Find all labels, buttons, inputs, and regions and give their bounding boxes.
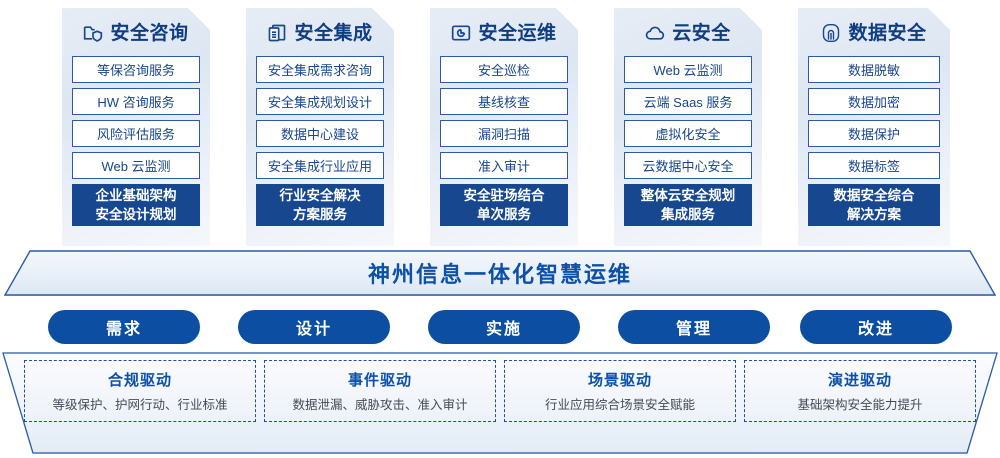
driver-card-scenario[interactable]: 场景驱动 行业应用综合场景安全赋能 [504, 360, 736, 422]
driver-title: 合规驱动 [107, 372, 172, 389]
pillar-header: 云安全 [622, 10, 754, 56]
service-item[interactable]: Web 云监测 [72, 152, 200, 179]
highlight-line-2: 安全设计规划 [95, 207, 177, 222]
phase-pills-section: 需求 设计 实施 管理 改进 [0, 310, 1000, 344]
pillar-title: 安全咨询 [110, 22, 189, 44]
stacked-documents-icon [267, 23, 287, 43]
pillar-highlight-card[interactable]: 安全驻场结合 单次服务 [440, 184, 568, 226]
service-item[interactable]: 虚拟化安全 [624, 120, 752, 147]
service-item[interactable]: 安全集成规划设计 [256, 88, 384, 115]
platform-banner-title: 神州信息一体化智慧运维 [367, 262, 632, 287]
service-item[interactable]: 安全巡检 [440, 56, 568, 83]
service-item[interactable]: 数据标签 [808, 152, 940, 179]
pillar-header: 安全运维 [438, 10, 570, 56]
pillar-panel-security-integration[interactable]: 安全集成 安全集成需求咨询 安全集成规划设计 数据中心建设 安全集成行业应用 行… [246, 8, 394, 246]
service-item[interactable]: 安全集成需求咨询 [256, 56, 384, 83]
highlight-line-1: 安全驻场结合 [463, 187, 545, 203]
driver-card-evolution[interactable]: 演进驱动 基础架构安全能力提升 [744, 360, 976, 422]
highlight-line-1: 企业基础架构 [95, 187, 177, 203]
pillar-header: 安全集成 [254, 10, 386, 56]
service-item[interactable]: 准入审计 [440, 152, 568, 179]
folder-shield-icon [83, 23, 103, 43]
driver-title: 演进驱动 [827, 372, 892, 389]
driver-description: 数据泄漏、威胁攻击、准入审计 [292, 398, 468, 412]
service-item[interactable]: 数据中心建设 [256, 120, 384, 147]
pillar-panel-security-consulting[interactable]: 安全咨询 等保咨询服务 HW 咨询服务 风险评估服务 Web 云监测 企业基础架… [62, 8, 210, 246]
highlight-line-1: 数据安全综合 [833, 187, 915, 203]
pillar-header: 数据安全 [806, 10, 942, 56]
phase-pill-improvement[interactable]: 改进 [800, 310, 952, 344]
pillar-title: 安全运维 [478, 22, 557, 44]
driver-description: 等级保护、护网行动、行业标准 [52, 398, 228, 412]
highlight-line-2: 方案服务 [293, 207, 347, 222]
pillar-panel-data-security[interactable]: 数据安全 数据脱敏 数据加密 数据保护 数据标签 数据安全综合 解决方案 [798, 8, 950, 246]
service-item[interactable]: 漏洞扫描 [440, 120, 568, 147]
phase-pill-requirements[interactable]: 需求 [48, 310, 200, 344]
service-item[interactable]: 数据保护 [808, 120, 940, 147]
service-item[interactable]: 基线核查 [440, 88, 568, 115]
highlight-line-2: 单次服务 [477, 207, 531, 222]
highlight-line-1: 整体云安全规划 [640, 187, 736, 203]
pillars-section: 安全咨询 等保咨询服务 HW 咨询服务 风险评估服务 Web 云监测 企业基础架… [0, 0, 1000, 252]
pillar-title: 安全集成 [294, 22, 373, 44]
pillar-highlight-card[interactable]: 数据安全综合 解决方案 [808, 184, 940, 226]
service-item[interactable]: 数据加密 [808, 88, 940, 115]
driver-title: 场景驱动 [587, 372, 652, 389]
phase-pill-implementation[interactable]: 实施 [428, 310, 580, 344]
service-item[interactable]: HW 咨询服务 [72, 88, 200, 115]
service-item[interactable]: 数据脱敏 [808, 56, 940, 83]
platform-banner: 神州信息一体化智慧运维 [4, 250, 996, 296]
phase-pill-design[interactable]: 设计 [238, 310, 390, 344]
service-item[interactable]: 等保咨询服务 [72, 56, 200, 83]
phase-pill-management[interactable]: 管理 [618, 310, 770, 344]
fingerprint-icon [821, 23, 841, 43]
service-item[interactable]: 安全集成行业应用 [256, 152, 384, 179]
service-item[interactable]: Web 云监测 [624, 56, 752, 83]
service-item[interactable]: 云数据中心安全 [624, 152, 752, 179]
driver-description: 行业应用综合场景安全赋能 [544, 398, 695, 412]
driver-card-compliance[interactable]: 合规驱动 等级保护、护网行动、行业标准 [24, 360, 256, 422]
service-item[interactable]: 云端 Saas 服务 [624, 88, 752, 115]
driver-description: 基础架构安全能力提升 [797, 398, 923, 412]
driver-card-incident[interactable]: 事件驱动 数据泄漏、威胁攻击、准入审计 [264, 360, 496, 422]
drivers-section: 合规驱动 等级保护、护网行动、行业标准 事件驱动 数据泄漏、威胁攻击、准入审计 … [0, 352, 1000, 454]
pillar-highlight-card[interactable]: 企业基础架构 安全设计规划 [72, 184, 200, 226]
highlight-line-2: 解决方案 [847, 207, 901, 222]
cloud-icon [645, 23, 665, 43]
driver-title: 事件驱动 [347, 372, 412, 389]
pillar-title: 数据安全 [848, 22, 927, 44]
pillar-header: 安全咨询 [70, 10, 202, 56]
service-item[interactable]: 风险评估服务 [72, 120, 200, 147]
pillar-highlight-card[interactable]: 整体云安全规划 集成服务 [624, 184, 752, 226]
pillar-panel-security-operations[interactable]: 安全运维 安全巡检 基线核查 漏洞扫描 准入审计 安全驻场结合 单次服务 [430, 8, 578, 246]
pillar-panel-cloud-security[interactable]: 云安全 Web 云监测 云端 Saas 服务 虚拟化安全 云数据中心安全 整体云… [614, 8, 762, 246]
pillar-title: 云安全 [672, 22, 731, 44]
highlight-line-2: 集成服务 [661, 207, 715, 222]
highlight-line-1: 行业安全解决 [279, 187, 361, 203]
monitor-chart-icon [451, 23, 471, 43]
pillar-highlight-card[interactable]: 行业安全解决 方案服务 [256, 184, 384, 226]
